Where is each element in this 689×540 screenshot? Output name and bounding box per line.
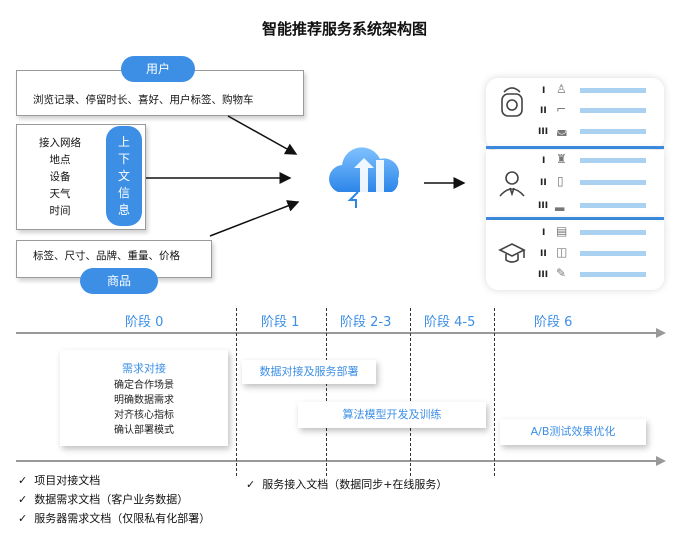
row-label: II [540,106,547,116]
timeline-axes [16,328,666,466]
check-icon: ✓ [18,493,28,506]
check-icon: ✓ [18,512,28,525]
profile-bar [580,272,646,277]
product-input-text: 标签、尺寸、品牌、重量、价格 [33,250,180,262]
stage-4-5: 阶段 4-5 [424,315,476,330]
stage-divider [236,308,237,476]
context-item: 地点 [49,154,71,166]
context-item: 天气 [49,188,71,200]
user-input-text: 浏览记录、停留时长、喜好、用户标签、购物车 [33,94,254,106]
row-label: II [540,249,547,259]
row-label: I [542,156,546,166]
row-label: III [538,201,549,211]
persona-icons [498,87,526,263]
card-divider [486,217,664,220]
row-label: I [542,86,546,96]
profile-bar [580,108,646,113]
profile-bar [580,203,646,208]
context-label: 上 下 文 信 息 [106,126,142,226]
cloud-icon [329,147,400,208]
requirement-item: 明确数据需求 [114,395,174,406]
business-user-icon [499,171,525,197]
page-title: 智能推荐服务系统架构图 [261,20,427,38]
profile-bar [580,180,646,185]
data-deploy-box: 数据对接及服务部署 [242,360,376,384]
check-icon: ✓ [246,478,256,491]
deliverable-item: ✓ 服务接入文档（数据同步+在线服务） [246,478,448,491]
female-user-icon [501,87,523,117]
flow-diagram [146,115,466,237]
suit-icon: ♜ [556,152,567,166]
stage-divider [326,308,327,476]
cup-icon: ◫ [556,245,568,259]
row-label: II [540,178,547,188]
arrow-user [227,115,298,155]
row-label: III [538,270,549,280]
requirement-title: 需求对接 [122,362,166,375]
profile-bar [580,129,646,134]
book-icon: ▤ [556,224,568,238]
context-item: 设备 [49,171,71,183]
requirement-item: 确认部署模式 [114,425,174,436]
stage-6: 阶段 6 [534,315,573,330]
stage-0: 阶段 0 [125,315,164,330]
abtest-box: A/B测试效果优化 [500,419,646,445]
check-icon: ✓ [18,474,28,487]
stage-divider [494,308,495,476]
profile-bar [580,230,646,235]
product-label: 商品 [80,268,158,294]
card-divider [486,146,664,149]
stage-divider [410,308,411,476]
shoe-icon: ▂ [555,197,565,211]
profile-bar [580,158,646,163]
arrow-product [209,200,300,237]
context-item: 接入网络 [39,137,81,149]
user-label: 用户 [121,56,195,82]
stage-2-3: 阶段 2-3 [340,315,392,330]
context-items: 接入网络 地点 设备 天气 时间 [24,135,96,220]
handbag-icon: ◛ [556,122,568,136]
requirement-items: 确定合作场景 明确数据需求 对齐核心指标 确认部署模式 [60,378,228,438]
context-item: 时间 [49,205,71,217]
deliverable-item: ✓ 项目对接文档 [18,474,101,487]
row-label: III [538,127,549,137]
stage-1: 阶段 1 [261,315,300,330]
user-input-box: 浏览记录、停留时长、喜好、用户标签、购物车 [16,70,304,116]
product-input-box: 标签、尺寸、品牌、重量、价格 [16,240,212,278]
requirement-item: 确定合作场景 [114,380,174,391]
requirement-item: 对齐核心指标 [114,410,174,421]
profile-bar [580,251,646,256]
deliverable-item: ✓ 数据需求文档（客户业务数据） [18,493,189,506]
heel-icon: ⌐ [556,102,567,116]
pencil-icon: ✎ [556,266,567,280]
algorithm-box: 算法模型开发及训练 [298,402,486,428]
profile-bar [580,88,646,93]
requirement-box: 需求对接 [60,350,228,446]
row-label: I [542,228,546,238]
student-user-icon [498,243,526,263]
deliverable-item: ✓ 服务器需求文档（仅限私有化部署） [18,512,211,525]
tie-icon: ▯ [557,174,564,188]
dress-icon: ♙ [556,82,567,96]
